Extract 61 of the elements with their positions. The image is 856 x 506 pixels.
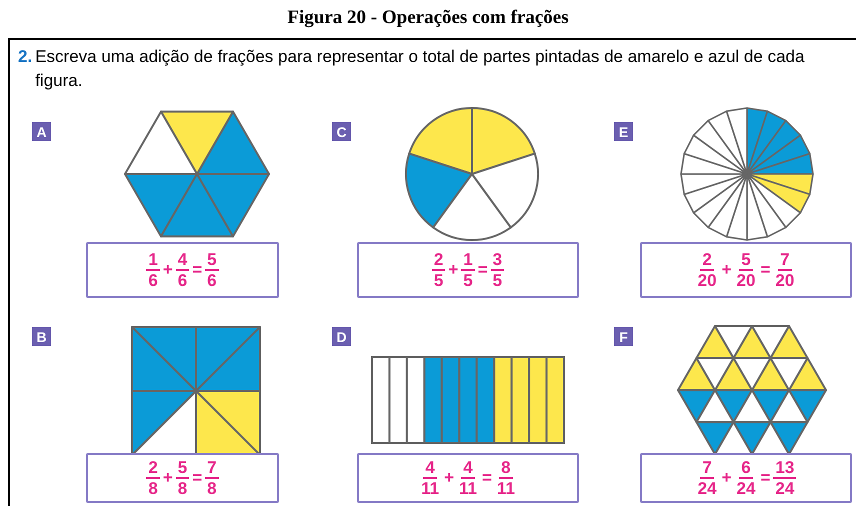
denominator: 20	[696, 271, 718, 289]
numerator: 4	[176, 251, 190, 271]
denominator: 5	[432, 271, 444, 289]
question-frame	[8, 38, 856, 506]
denominator: 11	[420, 479, 440, 497]
operator-sign: =	[192, 259, 202, 282]
operator-sign: +	[162, 259, 173, 282]
operator-sign: =	[760, 467, 770, 490]
denominator: 8	[176, 479, 188, 497]
figure-title: Figura 20 - Operações com frações	[286, 6, 570, 30]
answer-box	[86, 242, 279, 298]
operator-sign: =	[760, 259, 770, 282]
numerator: 13	[773, 459, 796, 479]
numerator: 4	[461, 459, 475, 479]
numerator: 1	[146, 251, 160, 271]
operator-sign: =	[192, 467, 202, 490]
question-text: Escreva uma adição de frações para representar o total de partes pintadas de amarelo e azul de cada figura.	[35, 46, 806, 92]
denominator: 20	[774, 271, 796, 289]
operator-sign: +	[444, 467, 454, 490]
denominator: 20	[736, 271, 756, 289]
numerator: 3	[490, 251, 504, 271]
operator-sign: +	[722, 467, 732, 490]
letter-badge: A	[32, 122, 51, 141]
numerator: 2	[700, 251, 714, 271]
numerator: 4	[423, 459, 437, 479]
numerator: 5	[739, 251, 753, 271]
operator-sign: +	[162, 467, 173, 490]
letter-badge: E	[614, 122, 633, 141]
answer-box	[640, 242, 852, 298]
numerator: 7	[700, 459, 714, 479]
denominator: 24	[736, 479, 756, 497]
letter-badge: B	[32, 327, 51, 346]
numerator: 5	[176, 459, 190, 479]
operator-sign: =	[482, 467, 492, 490]
denominator: 6	[176, 271, 188, 289]
denominator: 24	[696, 479, 718, 497]
denominator: 6	[206, 271, 218, 289]
numerator: 1	[461, 251, 475, 271]
operator-sign: +	[448, 259, 458, 282]
numerator: 6	[739, 459, 753, 479]
denominator: 8	[206, 479, 218, 497]
numerator: 8	[499, 459, 513, 479]
question-number: 2.	[18, 46, 32, 68]
letter-badge: F	[614, 327, 633, 346]
letter-badge: C	[332, 122, 351, 141]
operator-sign: =	[478, 259, 488, 282]
denominator: 11	[458, 479, 478, 497]
denominator: 8	[147, 479, 159, 497]
denominator: 5	[462, 271, 474, 289]
denominator: 11	[496, 479, 516, 497]
numerator: 2	[146, 459, 160, 479]
numerator: 7	[778, 251, 792, 271]
operator-sign: +	[722, 259, 732, 282]
numerator: 2	[432, 251, 446, 271]
letter-badge: D	[332, 327, 351, 346]
numerator: 7	[205, 459, 219, 479]
numerator: 5	[205, 251, 219, 271]
denominator: 5	[492, 271, 504, 289]
denominator: 6	[147, 271, 159, 289]
answer-box	[357, 453, 579, 503]
denominator: 24	[774, 479, 796, 497]
